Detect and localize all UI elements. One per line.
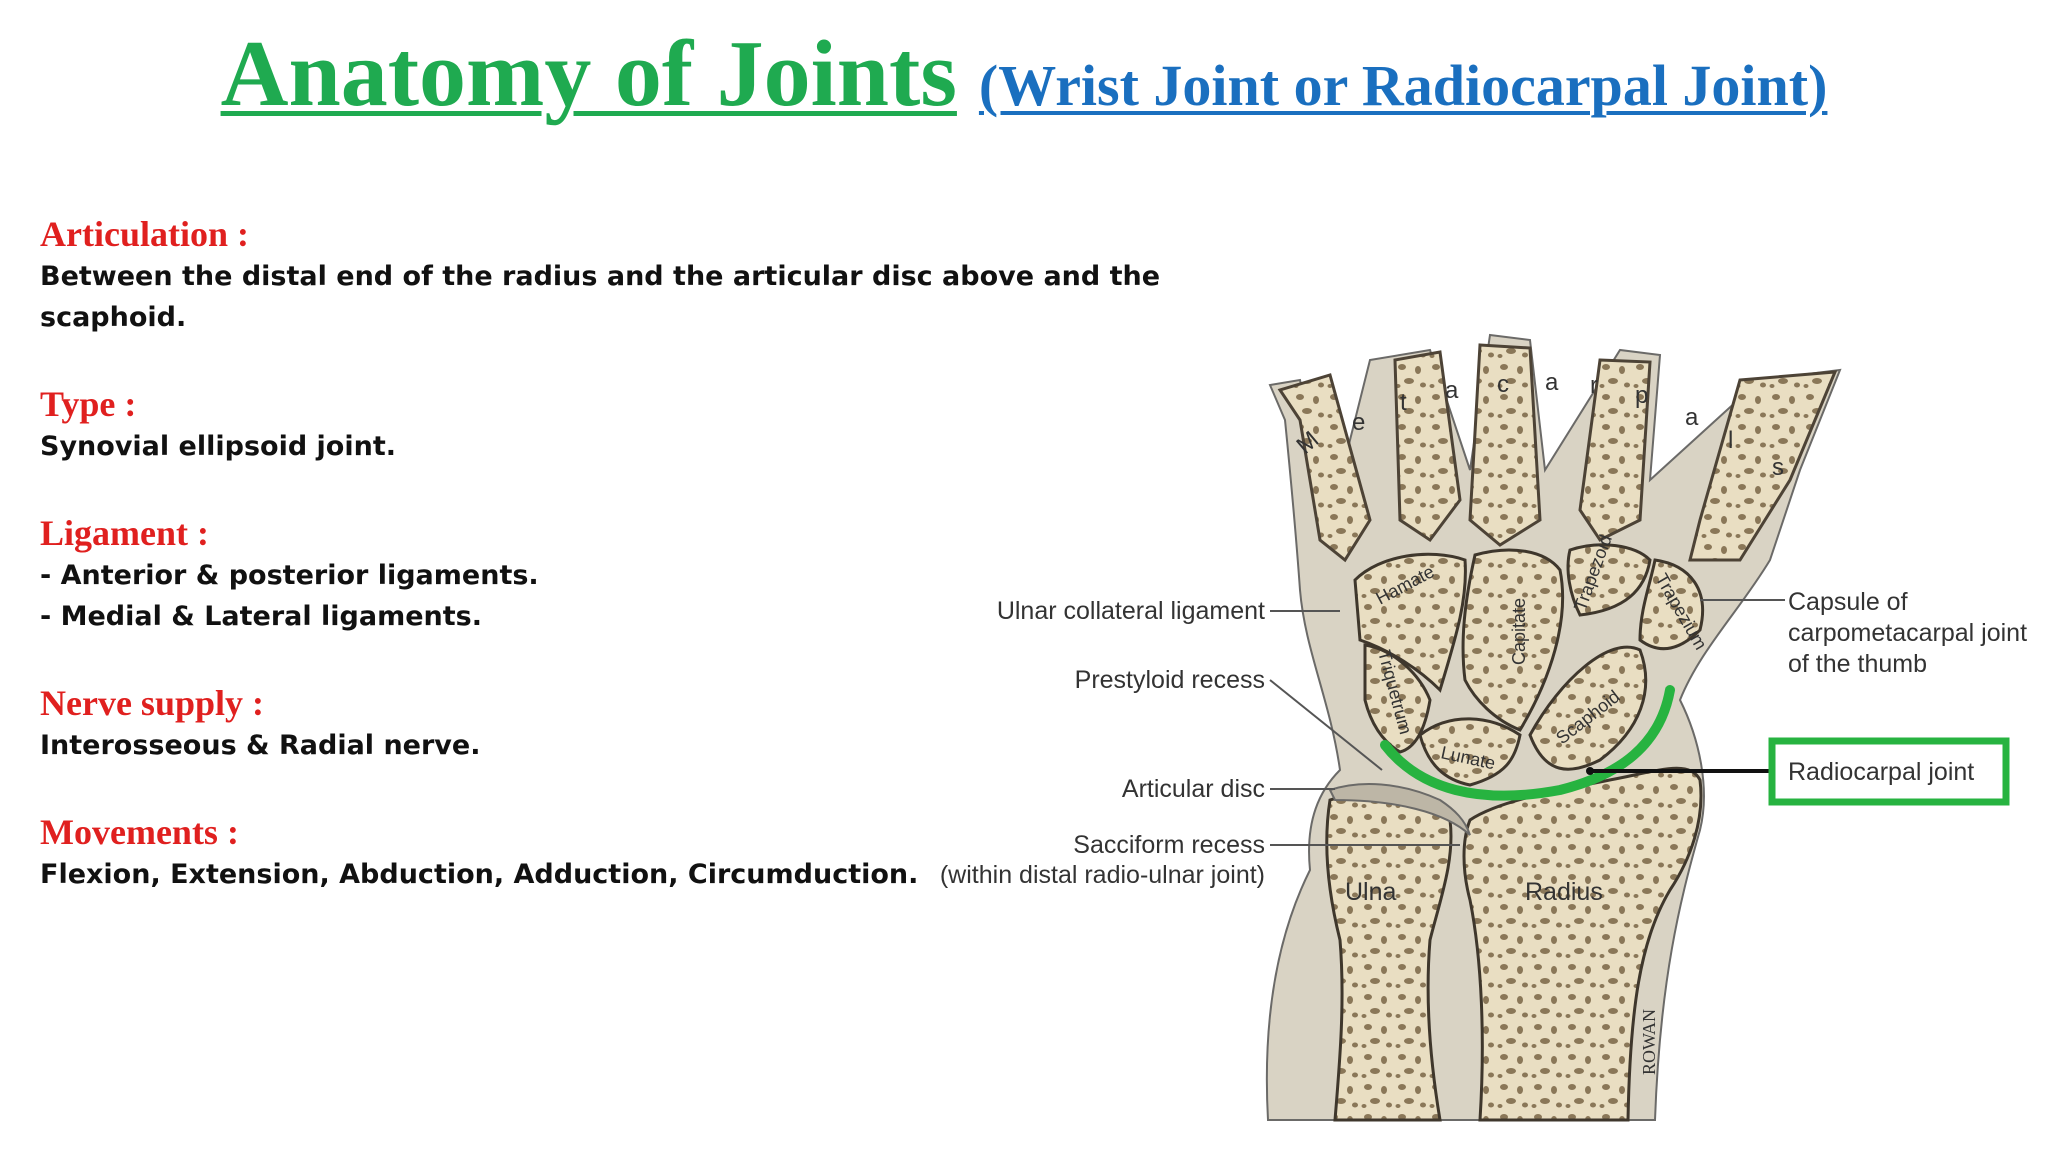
section-heading: Ligament :	[40, 513, 209, 553]
capsule-label-line2: carpometacarpal joint	[1788, 619, 2027, 647]
prestyloid-recess-label: Prestyloid recess	[1075, 666, 1265, 694]
section-ligament: Ligament : - Anterior & posterior ligame…	[40, 511, 1240, 637]
ulnar-collateral-ligament-label: Ulnar collateral ligament	[997, 597, 1265, 625]
section-text: Flexion, Extension, Abduction, Adduction…	[40, 859, 919, 890]
carpal-bones	[1353, 543, 1705, 787]
wrist-joint-diagram: M e t a c a r p a l s Hamate Capitate Tr…	[940, 333, 2027, 1122]
section-type: Type : Synovial ellipsoid joint.	[40, 382, 1240, 467]
leader-lines	[1269, 599, 1785, 846]
capitate-bone	[1461, 548, 1565, 732]
scaphoid-bone	[1528, 645, 1648, 771]
svg-text:l: l	[1728, 427, 1733, 454]
capsule-label-line1: Capsule of	[1788, 588, 1908, 616]
title-main: Anatomy of Joints	[220, 22, 957, 126]
articular-disc-label: Articular disc	[1122, 775, 1265, 803]
section-movements: Movements : Flexion, Extension, Abductio…	[40, 810, 1240, 895]
section-text: - Anterior & posterior ligaments.	[40, 560, 539, 591]
svg-text:a: a	[1445, 377, 1459, 404]
radiocarpal-joint-label: Radiocarpal joint	[1788, 758, 1974, 786]
section-heading: Movements :	[40, 812, 239, 852]
svg-text:a: a	[1685, 404, 1699, 431]
articular-disc	[1328, 783, 1473, 839]
section-nerve-supply: Nerve supply : Interosseous & Radial ner…	[40, 681, 1240, 766]
trapezium-bone	[1638, 558, 1705, 651]
radiocarpal-joint-highlight	[1380, 685, 1675, 801]
svg-text:e: e	[1352, 409, 1365, 436]
svg-text:a: a	[1545, 369, 1559, 396]
section-heading: Type :	[40, 384, 137, 424]
trapezoid-bone	[1566, 543, 1652, 617]
radius-label: Radius	[1525, 878, 1603, 906]
title-subtitle: (Wrist Joint or Radiocarpal Joint)	[978, 53, 1828, 118]
ulna-label: Ulna	[1345, 878, 1397, 906]
svg-text:t: t	[1400, 389, 1407, 416]
capitate-label: Capitate	[1509, 598, 1529, 665]
section-heading: Nerve supply :	[40, 683, 264, 723]
radiocarpal-joint-box	[1768, 737, 2010, 806]
radiocarpal-leader-dot	[1586, 767, 1594, 775]
svg-text:c: c	[1497, 371, 1509, 398]
section-text: - Medial & Lateral ligaments.	[40, 601, 482, 632]
sacciform-recess-label: Sacciform recess	[1073, 831, 1265, 859]
lunate-bone	[1418, 717, 1522, 787]
metacarpal-bones	[1277, 343, 1838, 563]
capsule-label-line3: of the thumb	[1788, 650, 1927, 678]
section-heading: Articulation :	[40, 214, 249, 254]
svg-text:p: p	[1635, 382, 1648, 409]
section-text: Interosseous & Radial nerve.	[40, 730, 481, 761]
artist-signature: ROWAN	[1639, 1009, 1659, 1075]
hamate-bone	[1353, 552, 1467, 693]
sacciform-recess-sublabel: (within distal radio-ulnar joint)	[940, 861, 1265, 889]
section-text: Synovial ellipsoid joint.	[40, 431, 396, 462]
svg-text:s: s	[1772, 454, 1784, 481]
info-sections: Articulation : Between the distal end of…	[40, 212, 1240, 939]
radius-bone	[1462, 766, 1703, 1122]
slide-title: Anatomy of Joints (Wrist Joint or Radioca…	[0, 20, 2048, 128]
section-articulation: Articulation : Between the distal end of…	[40, 212, 1240, 338]
section-text: Between the distal end of the radius and…	[40, 261, 1161, 333]
svg-text:r: r	[1590, 372, 1598, 399]
